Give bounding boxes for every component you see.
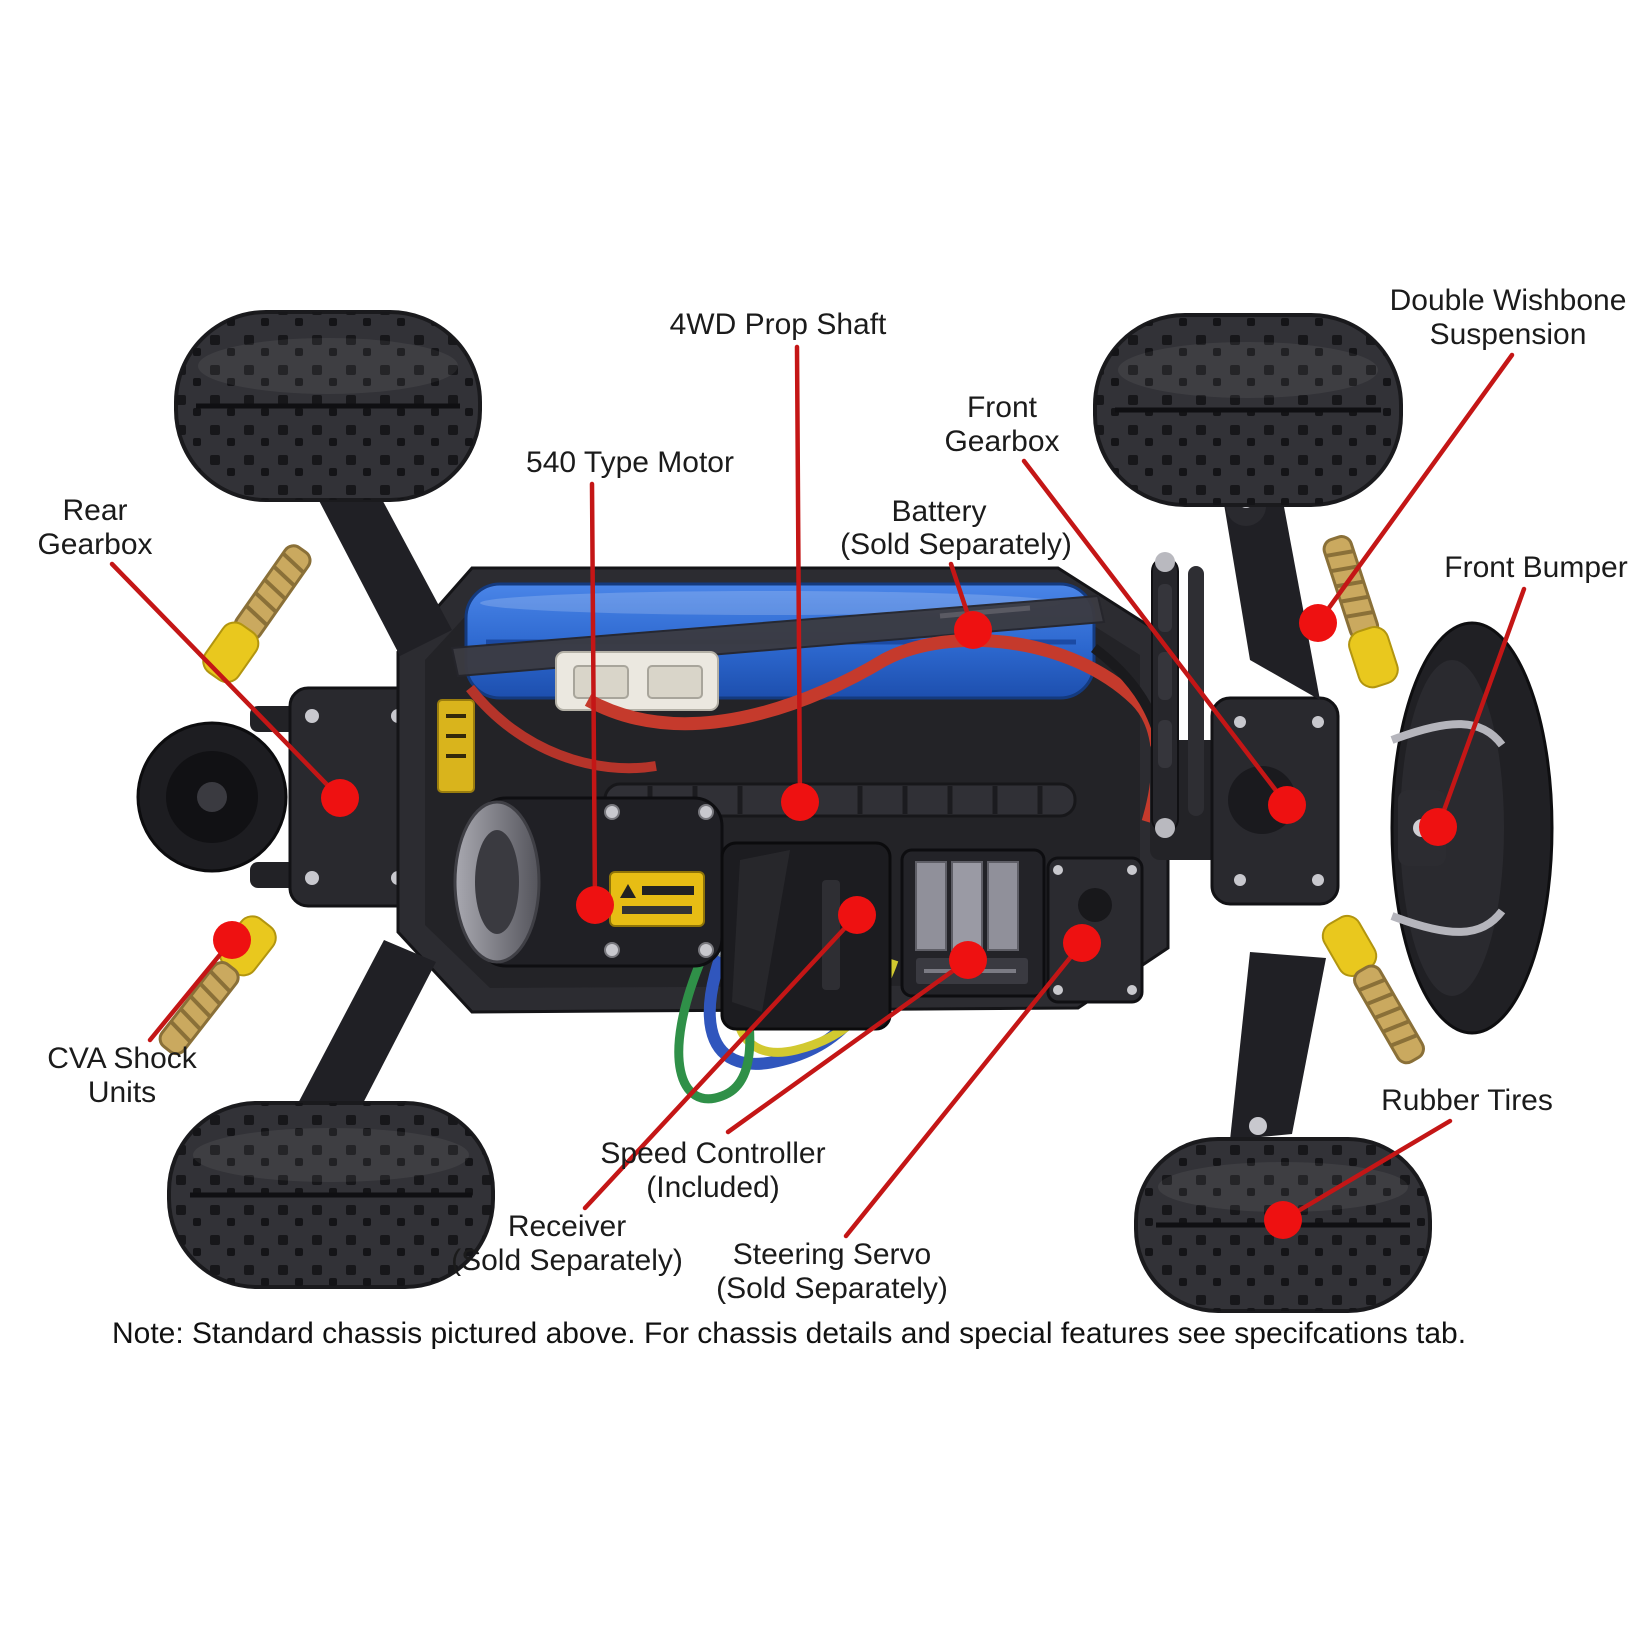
label-battery-line1: Battery: [891, 495, 986, 528]
dot-rubber-tires: [1264, 1201, 1302, 1239]
label-double-wishbone-line2: Suspension: [1430, 318, 1587, 351]
leader-rear-gearbox: [109, 561, 343, 801]
label-front-bumper: Front Bumper: [1444, 551, 1627, 584]
label-battery-line2: (Sold Separately): [840, 528, 1072, 561]
dot-rear-gearbox: [321, 779, 359, 817]
shock-bottom-left: [158, 915, 277, 1056]
front-bumper-part: [1390, 621, 1554, 1035]
battery-pack: [450, 582, 1106, 711]
leader-steering-servo: [843, 940, 1085, 1239]
tire-bottom-left: [167, 1101, 495, 1289]
dot-double-wishbone: [1299, 604, 1337, 642]
shock-bottom-right: [1321, 914, 1425, 1065]
prop-shaft: [603, 782, 1077, 818]
leader-540-motor: [589, 481, 598, 908]
dot-prop-shaft: [781, 783, 819, 821]
tire-top-right: [1093, 313, 1403, 507]
steering-links: [1151, 552, 1204, 838]
label-rear-gearbox-line1: Rear: [62, 494, 127, 527]
dot-540-motor: [576, 886, 614, 924]
label-front-gearbox-line2: Gearbox: [944, 425, 1059, 458]
label-cva-shock-line1: CVA Shock: [47, 1042, 198, 1075]
label-steering-servo-line1: Steering Servo: [733, 1238, 931, 1271]
dot-speed-controller: [949, 941, 987, 979]
label-steering-servo-line2: (Sold Separately): [716, 1272, 948, 1305]
label-speed-controller-line1: Speed Controller: [600, 1137, 825, 1170]
shock-top-left: [202, 544, 312, 684]
label-receiver-line1: Receiver: [508, 1210, 626, 1243]
dot-steering-servo: [1063, 924, 1101, 962]
dot-front-gearbox: [1268, 786, 1306, 824]
motor-540: [453, 796, 724, 968]
dot-receiver: [838, 896, 876, 934]
callout-leaders: [109, 344, 1527, 1239]
leader-front-bumper: [1435, 586, 1527, 830]
label-prop-shaft: 4WD Prop Shaft: [670, 308, 887, 341]
tire-top-left: [174, 310, 482, 502]
dot-cva-shock: [213, 921, 251, 959]
label-speed-controller-line2: (Included): [646, 1171, 779, 1204]
leader-prop-shaft: [794, 344, 803, 805]
leader-double-wishbone: [1315, 352, 1515, 626]
caution-hot-sticker: [609, 871, 705, 927]
receiver-box: [720, 841, 892, 1031]
rear-gearbox-assembly: [136, 686, 427, 908]
callout-labels: Rear Gearbox CVA Shock Units 540 Type Mo…: [37, 284, 1627, 1305]
label-rear-gearbox-line2: Gearbox: [37, 528, 152, 561]
note-text: Note: Standard chassis pictured above. F…: [112, 1317, 1466, 1350]
leader-rubber-tires: [1280, 1118, 1453, 1223]
speed-controller-box: [900, 848, 1046, 998]
dot-front-bumper: [1419, 808, 1457, 846]
dot-battery: [954, 611, 992, 649]
label-cva-shock-line2: Units: [88, 1076, 156, 1109]
label-receiver-line2: (Sold Separately): [451, 1244, 683, 1277]
label-540-motor: 540 Type Motor: [526, 446, 734, 479]
leader-speed-controller: [725, 957, 971, 1135]
leader-cva-shock: [147, 937, 235, 1043]
leader-receiver: [582, 912, 860, 1211]
suspension-arms: [285, 462, 1326, 1140]
label-front-gearbox-line1: Front: [967, 391, 1038, 424]
shock-top-right: [1322, 535, 1399, 689]
label-double-wishbone-line1: Double Wishbone: [1390, 284, 1627, 317]
label-rubber-tires: Rubber Tires: [1381, 1084, 1553, 1117]
leader-front-gearbox: [1021, 458, 1290, 808]
caution-sticker-left: [437, 699, 475, 793]
